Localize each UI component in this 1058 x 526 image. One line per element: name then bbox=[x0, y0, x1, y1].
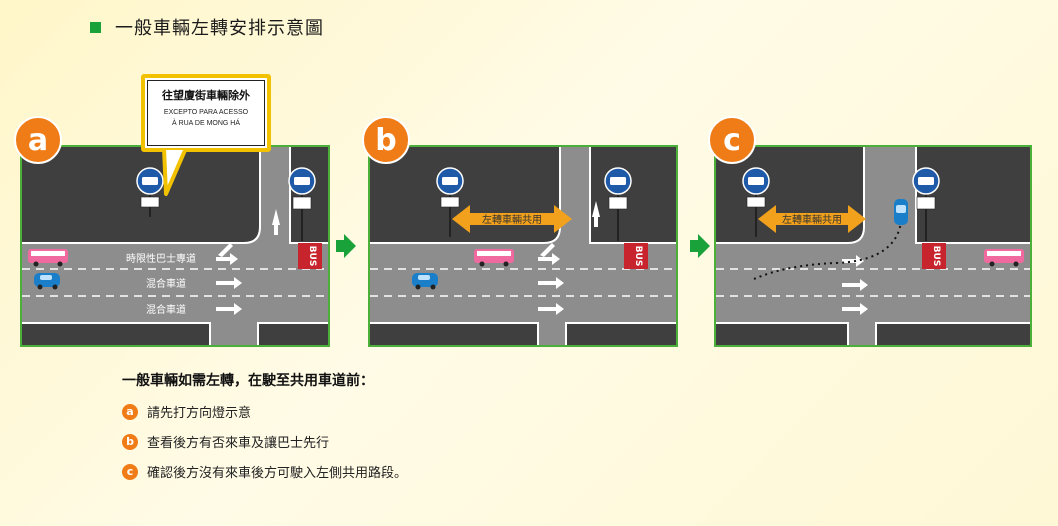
panel-a-badge: a bbox=[14, 116, 62, 164]
bus-stop-sign-right bbox=[912, 167, 940, 241]
bus-stop-sign-left bbox=[742, 167, 770, 237]
bus-stop-sign-left bbox=[136, 167, 164, 217]
car-vehicle bbox=[894, 199, 908, 225]
exception-sign-chinese: 往望廈街車輛除外 bbox=[162, 89, 250, 102]
bus-vehicle bbox=[984, 249, 1024, 267]
lane-label-mixed-2: 混合車道 bbox=[146, 303, 186, 316]
bus-vehicle bbox=[474, 249, 514, 267]
next-step-arrow-2 bbox=[690, 234, 710, 258]
exception-sign: 往望廈街車輛除外 EXCEPTO PARA ACESSO À RUA DE MO… bbox=[141, 74, 271, 152]
panel-c-badge: c bbox=[708, 116, 756, 164]
bus-stop-sign-left bbox=[436, 167, 464, 237]
instruction-text-b: 查看後方有否來車及讓巴士先行 bbox=[147, 436, 330, 451]
bus-stop-sign-right bbox=[288, 167, 316, 241]
bus-vehicle bbox=[28, 249, 68, 267]
shared-lane-label: 左轉車輛共用 bbox=[782, 213, 842, 226]
exception-sign-frame bbox=[147, 80, 265, 146]
title-row: 一般車輛左轉安排示意圖 bbox=[90, 14, 324, 40]
title-bullet bbox=[90, 21, 101, 33]
bus-lane-marking: BUS bbox=[931, 246, 941, 267]
instruction-text-c: 確認後方沒有來車後方可駛入左側共用路段。 bbox=[147, 466, 408, 481]
bus-stop-sign-right bbox=[604, 167, 632, 241]
shared-lane-arrow bbox=[758, 205, 866, 233]
exception-sign-portuguese-line1: EXCEPTO PARA ACESSO bbox=[163, 109, 249, 116]
lane-label-bus: 時限性巴士專道 bbox=[126, 252, 196, 265]
exception-sign-portuguese-line2: À RUA DE MONG HÁ bbox=[171, 120, 241, 127]
callout-pointer bbox=[162, 148, 188, 196]
instruction-item-c: c 確認後方沒有來車後方可駛入左側共用路段。 bbox=[122, 462, 407, 481]
next-step-arrow-1 bbox=[336, 234, 356, 258]
lane-label-mixed-1: 混合車道 bbox=[146, 277, 186, 290]
bus-lane-marking: BUS bbox=[633, 246, 643, 267]
shared-lane-arrow bbox=[452, 205, 572, 233]
instruction-badge-c: c bbox=[122, 463, 138, 480]
panel-c: 左轉車輛共用 BUS bbox=[714, 145, 1032, 347]
instruction-badge-a: a bbox=[122, 403, 138, 420]
instruction-badge-b: b bbox=[122, 433, 138, 450]
shared-lane-label: 左轉車輛共用 bbox=[482, 213, 542, 226]
page-title: 一般車輛左轉安排示意圖 bbox=[115, 18, 324, 39]
bus-lane-marking: BUS bbox=[307, 246, 317, 267]
instruction-item-a: a 請先打方向燈示意 bbox=[122, 402, 407, 421]
instructions-heading: 一般車輛如需左轉，在駛至共用車道前： bbox=[122, 373, 374, 389]
car-vehicle bbox=[34, 273, 60, 290]
car-vehicle bbox=[412, 273, 438, 290]
panel-b-badge: b bbox=[362, 116, 410, 164]
instruction-item-b: b 查看後方有否來車及讓巴士先行 bbox=[122, 432, 407, 451]
instructions: 一般車輛如需左轉，在駛至共用車道前： a 請先打方向燈示意 b 查看後方有否來車… bbox=[122, 370, 407, 492]
instruction-text-a: 請先打方向燈示意 bbox=[147, 406, 252, 421]
panel-b: 左轉車輛共用 BUS bbox=[368, 145, 678, 347]
panel-a: 時限性巴士專道 混合車道 混合車道 BUS bbox=[20, 145, 330, 347]
